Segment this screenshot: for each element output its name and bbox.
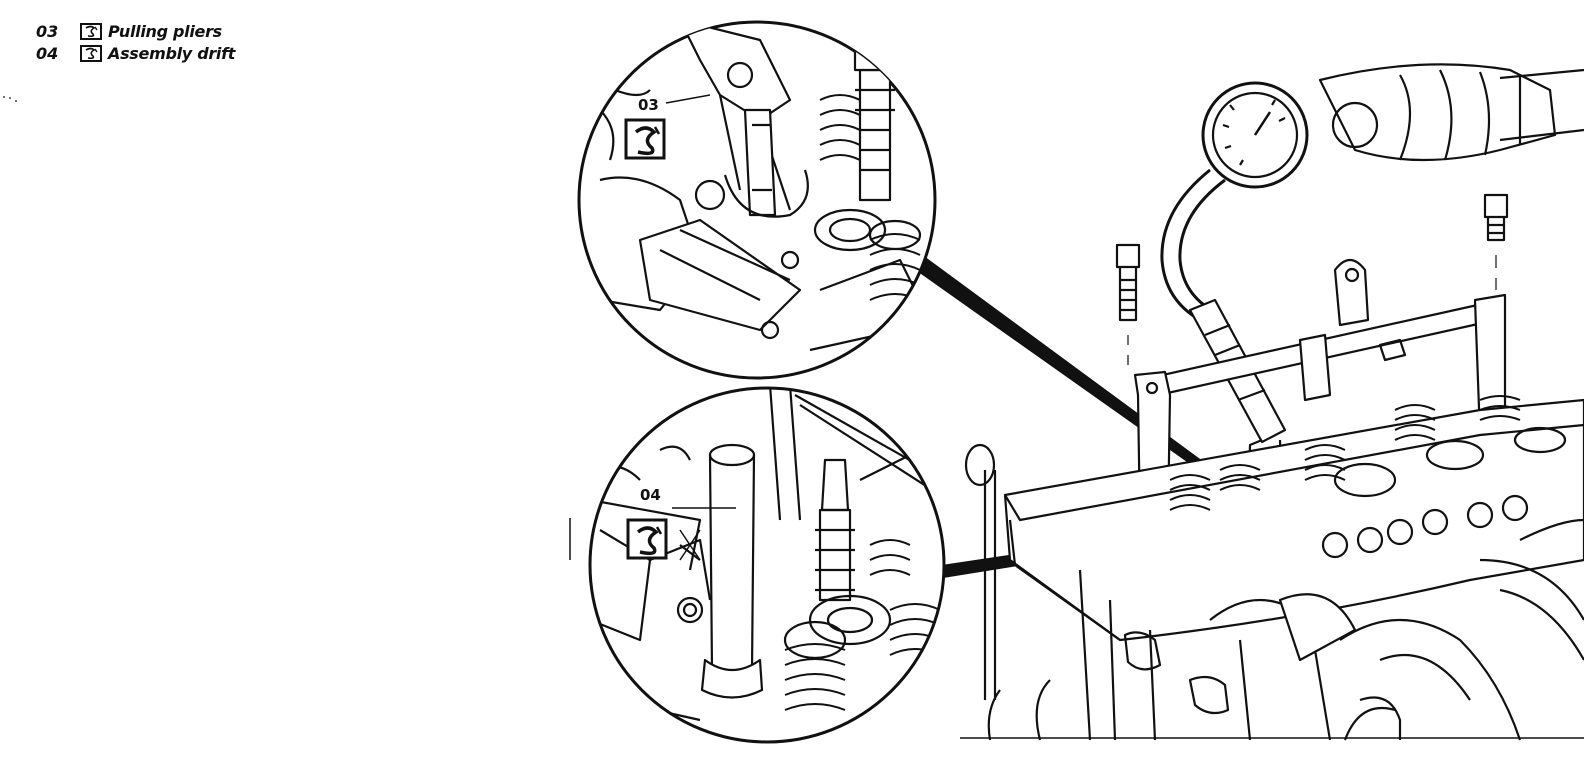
special-tool-icon xyxy=(626,518,668,560)
detail-circle-assembly-drift: 04 xyxy=(588,386,946,744)
special-tool-icon xyxy=(80,22,102,40)
legend-item-assembly-drift: 04 Assembly drift xyxy=(36,42,235,64)
legend-number: 04 xyxy=(36,43,59,63)
legend-label: Pulling pliers xyxy=(108,21,222,41)
detail-circle-pulling-pliers: 03 xyxy=(577,20,937,380)
legend-number: 03 xyxy=(36,21,59,41)
legend-label: Assembly drift xyxy=(108,43,236,63)
special-tool-icon xyxy=(624,118,666,160)
special-tool-icon xyxy=(80,44,102,62)
engine-main-view xyxy=(960,63,1584,741)
legend-item-pulling-pliers: 03 Pulling pliers xyxy=(36,20,235,42)
callout-03: 03 xyxy=(638,96,659,114)
callout-04: 04 xyxy=(640,486,661,504)
tool-legend: 03 Pulling pliers 04 Assembly drift xyxy=(36,20,235,64)
